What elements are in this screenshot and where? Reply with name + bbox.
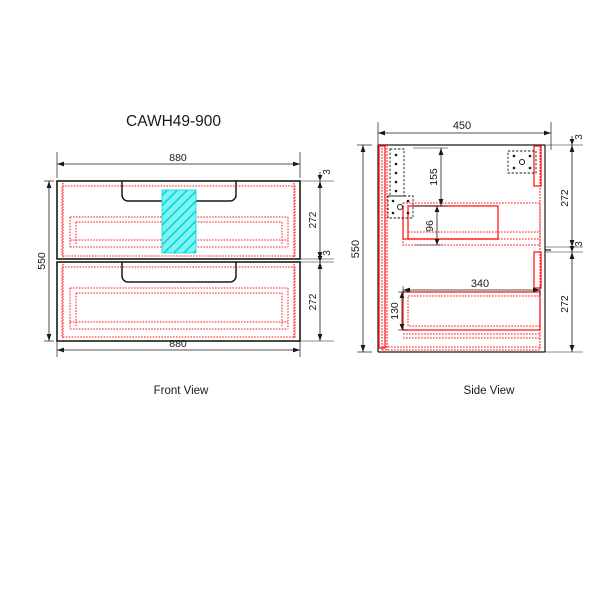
side-hidden-geometry	[381, 145, 541, 351]
front-width-top-label: 880	[169, 152, 187, 164]
side-depth-label: 450	[453, 120, 471, 132]
side-gap-top-label: 3	[574, 134, 585, 140]
side-left-dimension: 550	[350, 144, 372, 353]
front-upper-drawer-face	[56, 180, 301, 260]
side-upper-drawer-box	[402, 202, 541, 246]
side-dim-155: 155	[413, 147, 448, 207]
front-right-dimension-stack: 3 272 3 272	[300, 169, 334, 342]
side-height-label: 550	[350, 240, 362, 258]
side-dim-96: 96	[415, 205, 443, 246]
front-view-label: Front View	[154, 385, 209, 397]
side-dim-96-label: 96	[424, 220, 436, 232]
side-view: 450 550	[350, 120, 585, 397]
front-lower-handle	[121, 262, 237, 283]
front-height-label: 550	[36, 252, 48, 270]
front-side-panel-edges	[62, 183, 295, 339]
side-gap-mid-label: 3	[574, 241, 585, 247]
side-dim-130-label: 130	[389, 302, 401, 320]
front-bottom-dimension: 880	[56, 338, 301, 357]
side-dim-340: 340	[402, 278, 541, 296]
side-carcass-outline	[377, 144, 551, 353]
front-view: 880 550	[36, 152, 334, 397]
front-lower-height-label: 272	[308, 293, 319, 310]
front-top-dimension: 880	[56, 152, 301, 178]
front-width-bottom-label: 880	[169, 338, 187, 350]
side-lower-height-label: 272	[559, 295, 571, 313]
mounting-plate-right	[507, 150, 537, 174]
side-lower-drawer-box	[402, 291, 541, 339]
side-right-dimension-stack: 3 272 3 272	[545, 134, 585, 353]
front-gap-top-label: 3	[322, 169, 333, 175]
front-lower-internal-lines	[61, 266, 296, 338]
side-dim-155-label: 155	[428, 168, 440, 186]
side-view-label: Side View	[464, 385, 516, 397]
cyan-hatch-panel	[161, 189, 197, 254]
front-upper-height-label: 272	[308, 211, 319, 228]
front-lower-drawer-face	[56, 261, 301, 342]
wall-bracket-left	[389, 148, 405, 197]
drawing-title: CAWH49-900	[126, 113, 221, 130]
side-dim-340-label: 340	[471, 278, 489, 290]
mounting-plate-left	[387, 195, 414, 219]
side-dim-130: 130	[389, 291, 408, 331]
side-front-rails	[378, 145, 542, 349]
front-left-dimension: 550	[36, 180, 54, 342]
side-upper-height-label: 272	[559, 189, 571, 207]
front-gap-mid-label: 3	[322, 250, 333, 256]
